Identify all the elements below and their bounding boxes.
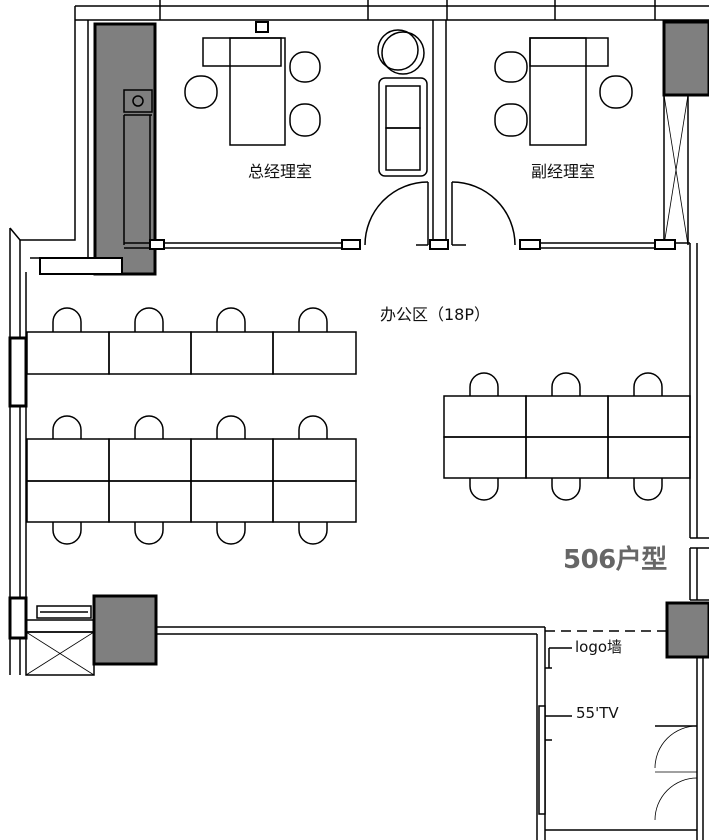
upper-left-wall (9, 6, 89, 272)
column-upper-left-base (39, 257, 123, 275)
office-partition (124, 239, 690, 250)
gm-door (364, 181, 429, 246)
lower-partition-wall (156, 626, 667, 840)
unit-type-label: 506户型 (563, 545, 667, 575)
logo-wall-label: logo墙 (575, 638, 623, 656)
tv-leader (538, 705, 572, 815)
workstations-left-top (26, 307, 357, 375)
deputy-desk-set (494, 37, 633, 146)
sink-box (123, 89, 153, 113)
manager-divider-wall (255, 20, 449, 250)
office-area-label: 办公区（18P） (380, 305, 491, 324)
deputy-office-label: 副经理室 (531, 162, 596, 181)
gm-sofa-set (377, 29, 428, 177)
logo-wall-leader (545, 647, 572, 669)
lower-right-room (545, 657, 704, 840)
gm-office-label: 总经理室 (248, 162, 313, 181)
workstations-left-double (26, 415, 357, 545)
column-right-middle (665, 601, 709, 659)
column-lower-left (92, 594, 158, 666)
right-exterior-wall (689, 243, 709, 601)
lower-left-cabinet (25, 605, 95, 676)
tv-label: 55'TV (576, 704, 619, 722)
gm-desk-set (184, 37, 321, 146)
deputy-door (451, 181, 516, 246)
column-upper-left (93, 22, 157, 276)
sink-icon (132, 95, 144, 107)
left-facade (8, 272, 28, 675)
column-upper-right (662, 20, 709, 97)
workstations-right-double (443, 372, 691, 501)
top-facade (75, 0, 709, 21)
